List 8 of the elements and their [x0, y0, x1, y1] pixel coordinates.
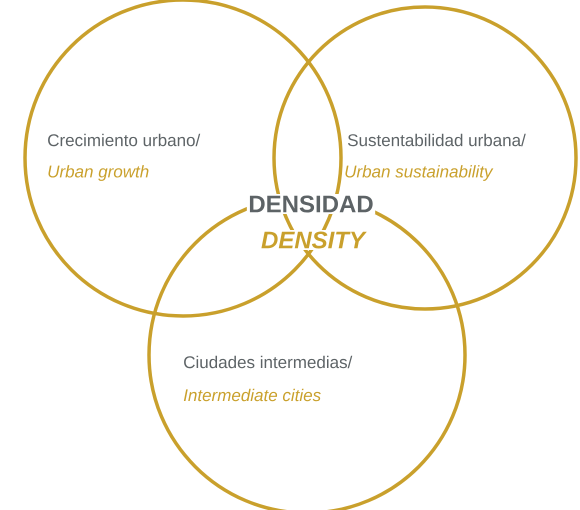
circle-label: Urban growth: [48, 165, 148, 181]
center-label: DENSIDAD: [246, 194, 376, 214]
circle-label: Ciudades intermedias/: [184, 356, 352, 368]
circle-label: Urban sustainability: [345, 165, 494, 181]
circle-label: Intermediate cities: [184, 388, 321, 402]
circle-label: Crecimiento urbano/: [48, 134, 200, 146]
center-label: DENSITY: [260, 230, 367, 250]
circle-label: Sustentabilidad urbana/: [348, 134, 526, 146]
